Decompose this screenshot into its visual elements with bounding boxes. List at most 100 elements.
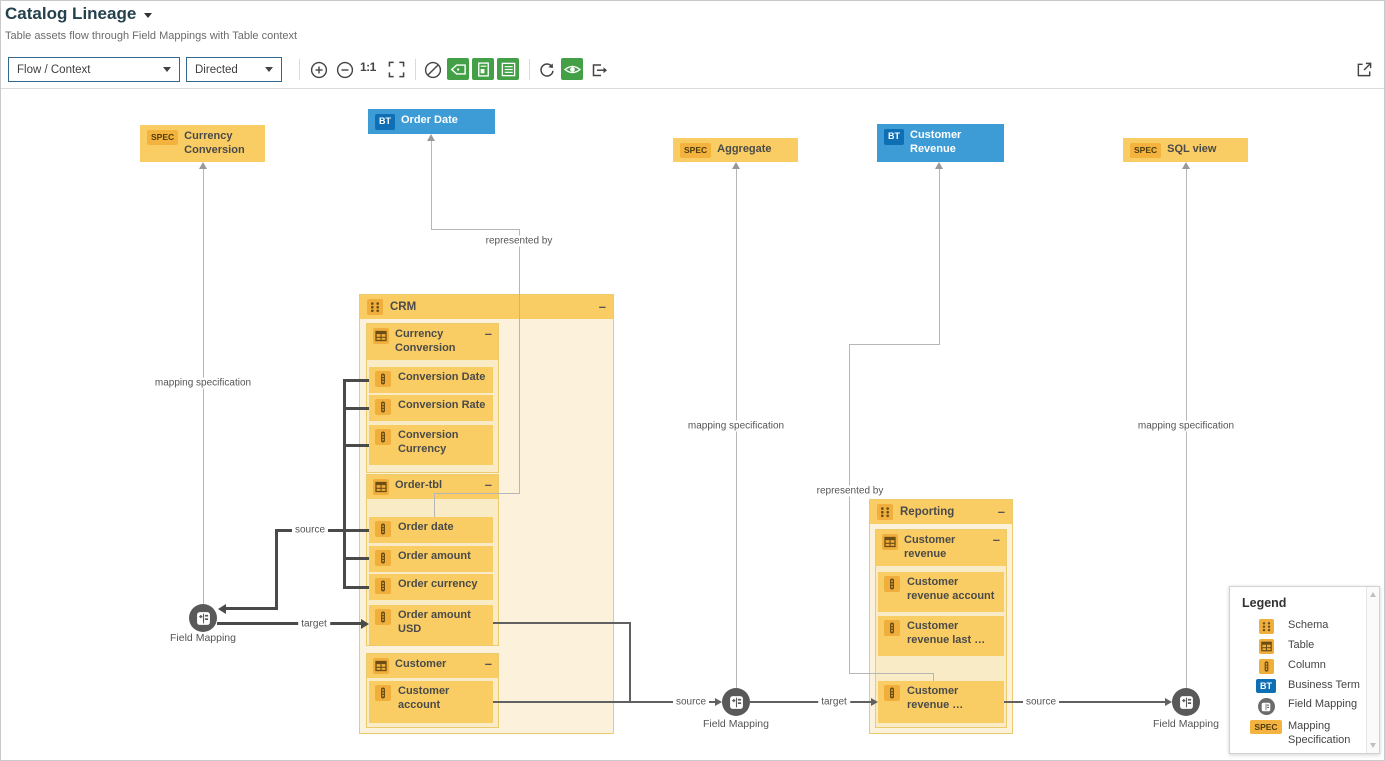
collapse-button[interactable]: – (484, 326, 492, 341)
collapse-button[interactable]: – (484, 656, 492, 671)
edge-label-mapping-specification: mapping specification (151, 377, 255, 389)
column-label: Customer revenue last … (907, 620, 986, 646)
schema-label: Reporting (900, 506, 955, 518)
column-node-customer-account[interactable]: Customer account (369, 681, 493, 723)
lineage-canvas[interactable]: CRM – Currency Conversion – Conversion D… (1, 89, 1384, 760)
schema-header[interactable]: Reporting – (870, 500, 1012, 524)
field-mapping-node-3[interactable] (1172, 688, 1200, 716)
column-node-order-currency[interactable]: Order currency (369, 574, 493, 600)
show-details-button[interactable] (472, 58, 494, 80)
column-node-order-amount-usd[interactable]: Order amount USD (369, 605, 493, 645)
column-icon (884, 576, 900, 592)
zoom-reset-button[interactable]: 1:1 (360, 60, 376, 74)
column-node-customer-revenue-ellipsis[interactable]: Customer revenue … (878, 681, 1004, 723)
zoom-out-icon (336, 61, 353, 78)
export-icon (592, 63, 607, 76)
spec-node-currency-conversion[interactable]: SPEC Currency Conversion (140, 125, 265, 162)
business-term-node-order-date[interactable]: BT Order Date (368, 109, 495, 134)
schema-header[interactable]: CRM – (360, 295, 613, 319)
chevron-down-icon (163, 67, 171, 72)
no-overlap-button[interactable] (423, 60, 442, 79)
document-icon (477, 61, 489, 77)
edge-source-stub (343, 557, 369, 560)
table-label: Currency Conversion (395, 328, 456, 354)
view-mode-select[interactable]: Flow / Context (8, 57, 180, 82)
layout-direction-select[interactable]: Directed (186, 57, 282, 82)
zoom-in-icon (310, 61, 327, 78)
column-icon (375, 550, 391, 566)
collapse-button[interactable]: – (992, 532, 1000, 547)
legend-item-schema: Schema (1244, 619, 1363, 634)
column-label: Customer revenue account (907, 576, 995, 602)
edge-merge (629, 622, 631, 702)
node-label: SQL view (1167, 143, 1217, 155)
column-node-conversion-currency[interactable]: Conversion Currency (369, 425, 493, 465)
edge-label-source: source (1022, 696, 1060, 708)
column-node-conversion-date[interactable]: Conversion Date (369, 367, 493, 393)
column-icon (1258, 659, 1274, 674)
column-icon (375, 399, 391, 415)
column-label: Order amount USD (398, 609, 471, 635)
arrowhead-up-icon (732, 162, 740, 169)
edge-label-target: target (298, 618, 330, 630)
table-icon (1258, 639, 1274, 654)
collapse-button[interactable]: – (997, 504, 1005, 519)
column-node-order-date[interactable]: Order date (369, 517, 493, 543)
table-header[interactable]: Order-tbl – (367, 475, 498, 499)
table-header[interactable]: Customer – (367, 654, 498, 678)
node-label: Customer Revenue (910, 129, 962, 156)
edge-source-stub (343, 586, 369, 589)
toolbar-separator (299, 59, 300, 80)
edge-order-amount-usd-out (493, 622, 630, 624)
schema-icon (367, 299, 383, 315)
field-mapping-node-2[interactable] (722, 688, 750, 716)
node-label: Aggregate (717, 143, 772, 155)
field-mapping-label: Field Mapping (703, 718, 769, 730)
field-mapping-node-1[interactable] (189, 604, 217, 632)
column-node-conversion-rate[interactable]: Conversion Rate (369, 395, 493, 421)
edge-source-stub (343, 444, 369, 447)
zoom-out-button[interactable] (335, 60, 354, 79)
open-in-new-window-button[interactable] (1355, 60, 1374, 79)
scroll-up-icon[interactable] (1370, 592, 1376, 597)
schema-icon (877, 504, 893, 520)
edge-source-stub (343, 379, 369, 382)
arrowhead-right-icon (715, 698, 722, 706)
table-header[interactable]: Customer revenue – (876, 530, 1006, 566)
column-node-customer-revenue-last[interactable]: Customer revenue last … (878, 616, 1004, 656)
column-node-order-amount[interactable]: Order amount (369, 546, 493, 572)
column-node-customer-revenue-account[interactable]: Customer revenue account (878, 572, 1004, 612)
toolbar-separator (529, 59, 530, 80)
zoom-in-button[interactable] (309, 60, 328, 79)
visibility-button[interactable] (561, 58, 583, 80)
show-list-button[interactable] (497, 58, 519, 80)
chevron-down-icon (265, 67, 273, 72)
table-header[interactable]: Currency Conversion – (367, 324, 498, 360)
page-subtitle: Table assets flow through Field Mappings… (5, 30, 298, 42)
spec-badge: SPEC (147, 130, 179, 146)
node-label: Currency Conversion (184, 130, 245, 157)
spec-node-sql-view[interactable]: SPEC SQL view (1123, 138, 1248, 162)
refresh-button[interactable] (537, 60, 556, 79)
edge-label-source: source (672, 696, 710, 708)
legend-scrollbar[interactable] (1366, 587, 1379, 753)
open-in-new-icon (1357, 62, 1372, 77)
refresh-icon (539, 62, 554, 77)
scroll-down-icon[interactable] (1370, 743, 1376, 748)
edge-source-stub (343, 407, 369, 410)
schema-label: CRM (390, 301, 417, 313)
business-term-node-customer-revenue[interactable]: BT Customer Revenue (877, 124, 1004, 162)
legend-label: Table (1288, 639, 1315, 651)
show-labels-button[interactable] (447, 58, 469, 80)
collapse-button[interactable]: – (484, 477, 492, 492)
edge-label-mapping-specification: mapping specification (684, 420, 788, 432)
collapse-button[interactable]: – (598, 299, 606, 314)
field-mapping-icon (729, 695, 743, 709)
edge-represented-by-1 (434, 493, 520, 494)
spec-node-aggregate[interactable]: SPEC Aggregate (673, 138, 798, 162)
column-icon (375, 609, 391, 625)
title-dropdown-caret-icon[interactable] (144, 13, 153, 18)
export-button[interactable] (589, 60, 608, 79)
fit-to-screen-button[interactable] (387, 60, 406, 79)
arrowhead-up-icon (199, 162, 207, 169)
